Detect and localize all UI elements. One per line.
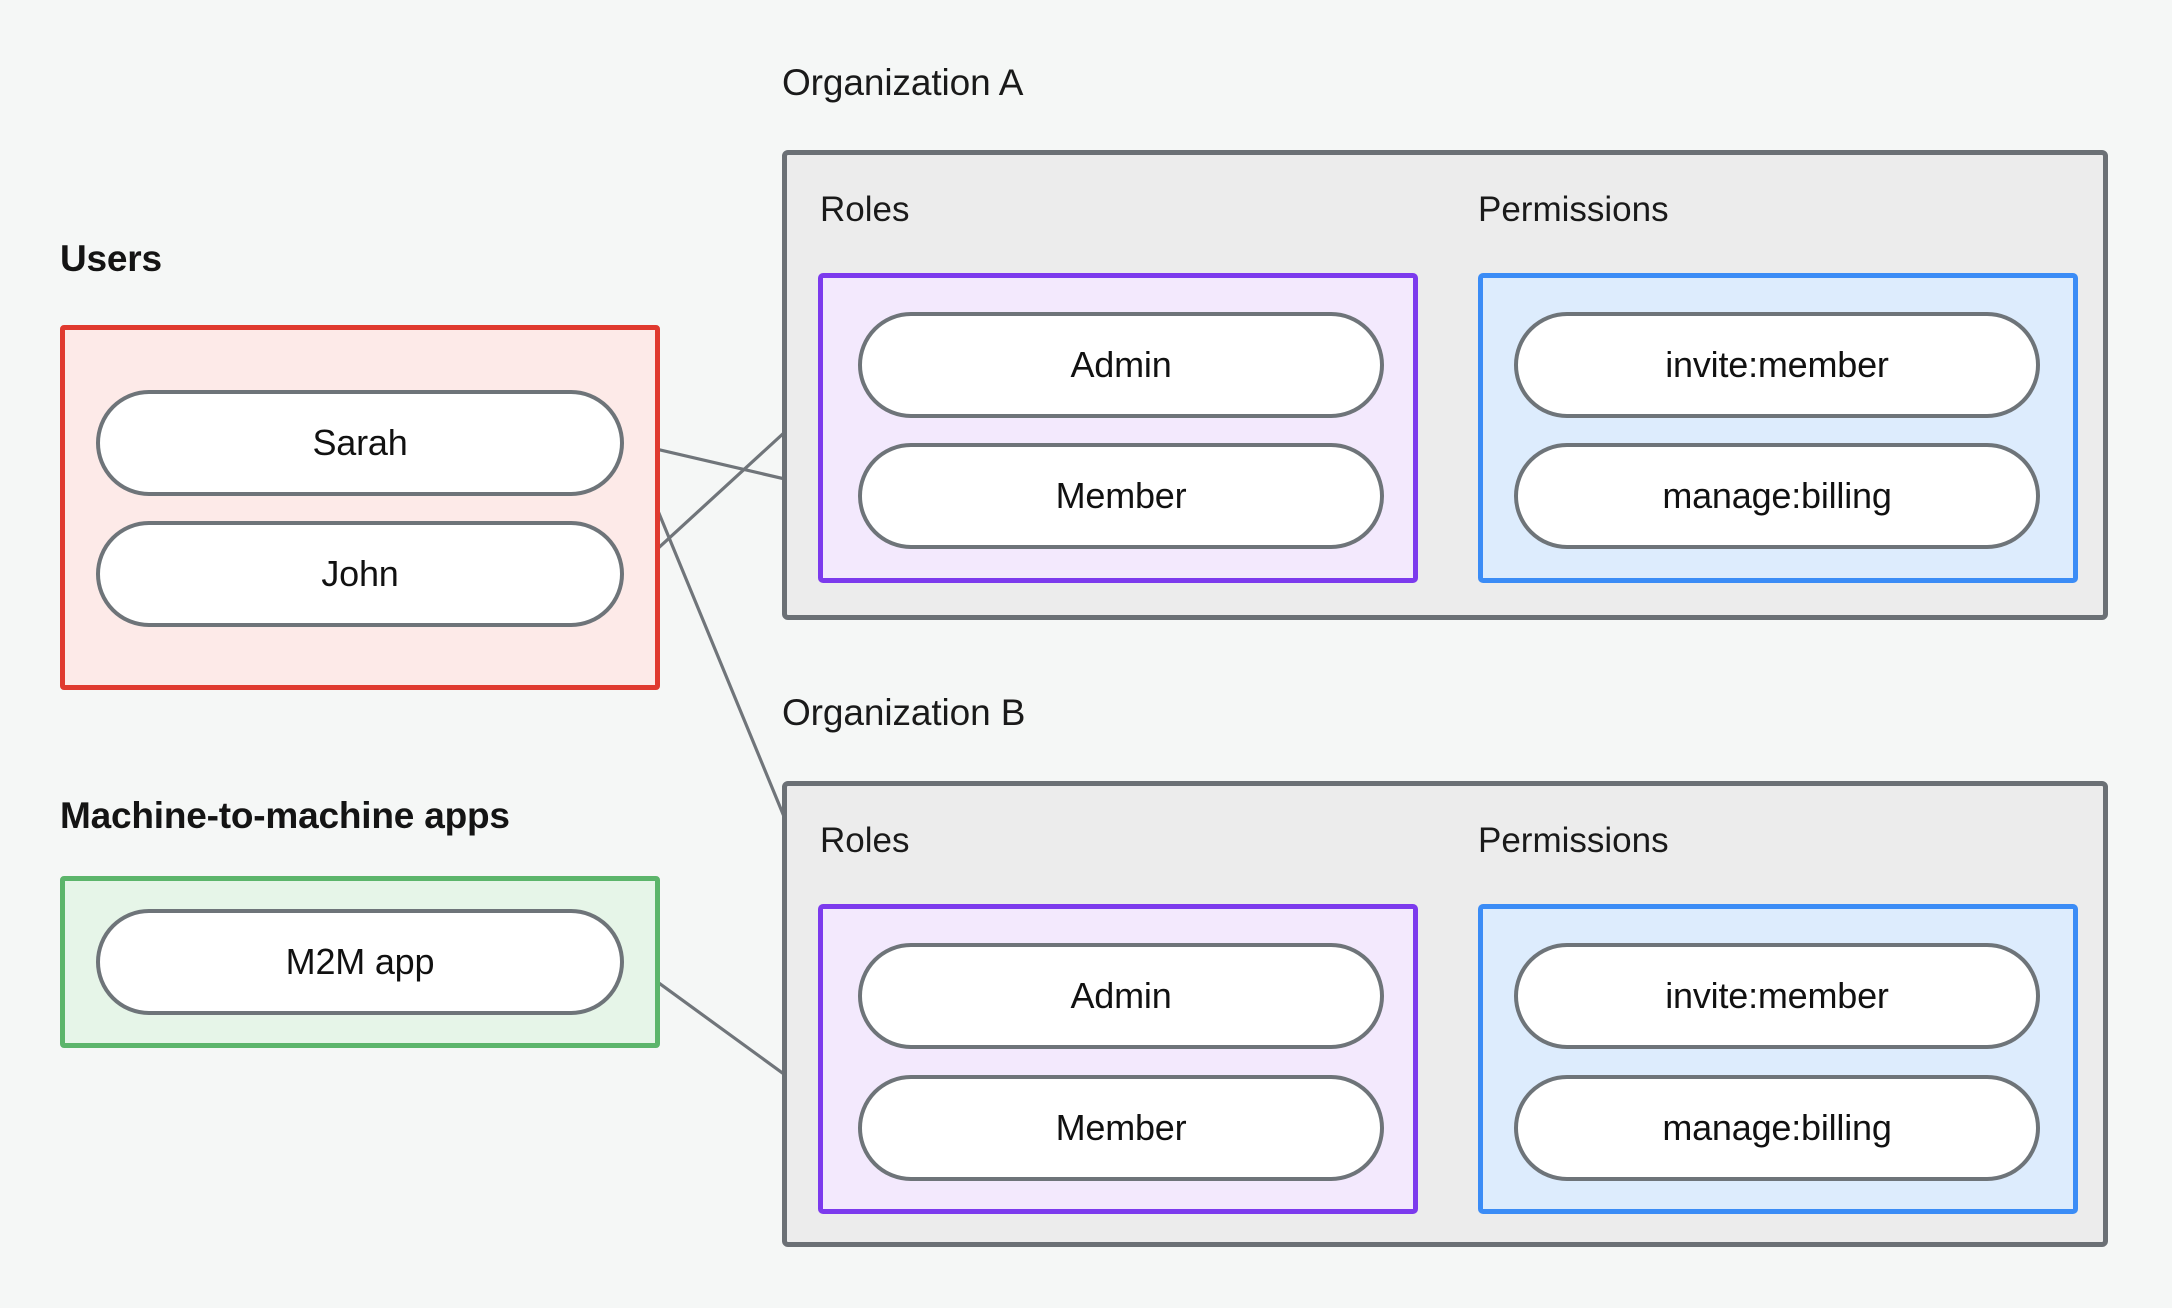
user-node-sarah[interactable]: Sarah [96, 390, 624, 496]
organization-a-title: Organization A [782, 62, 1024, 103]
organization-b-permission-manage-billing[interactable]: manage:billing [1514, 1075, 2040, 1181]
organization-a-permissions-label: Permissions [1478, 190, 1669, 229]
organization-b-roles-label: Roles [820, 821, 910, 860]
organization-b-role-member[interactable]: Member [858, 1075, 1384, 1181]
m2m-node-app[interactable]: M2M app [96, 909, 624, 1015]
users-group-box [60, 325, 660, 690]
organization-b-role-admin[interactable]: Admin [858, 943, 1384, 1049]
users-group-label: Users [60, 238, 162, 279]
organization-a-role-member[interactable]: Member [858, 443, 1384, 549]
organization-a-permission-manage-billing[interactable]: manage:billing [1514, 443, 2040, 549]
organization-b-permission-invite-member[interactable]: invite:member [1514, 943, 2040, 1049]
user-node-john[interactable]: John [96, 521, 624, 627]
organization-a-roles-label: Roles [820, 190, 910, 229]
organization-a-role-admin[interactable]: Admin [858, 312, 1384, 418]
organization-b-permissions-label: Permissions [1478, 821, 1669, 860]
organization-a-permission-invite-member[interactable]: invite:member [1514, 312, 2040, 418]
organization-b-title: Organization B [782, 692, 1026, 733]
m2m-group-label: Machine-to-machine apps [60, 795, 510, 836]
